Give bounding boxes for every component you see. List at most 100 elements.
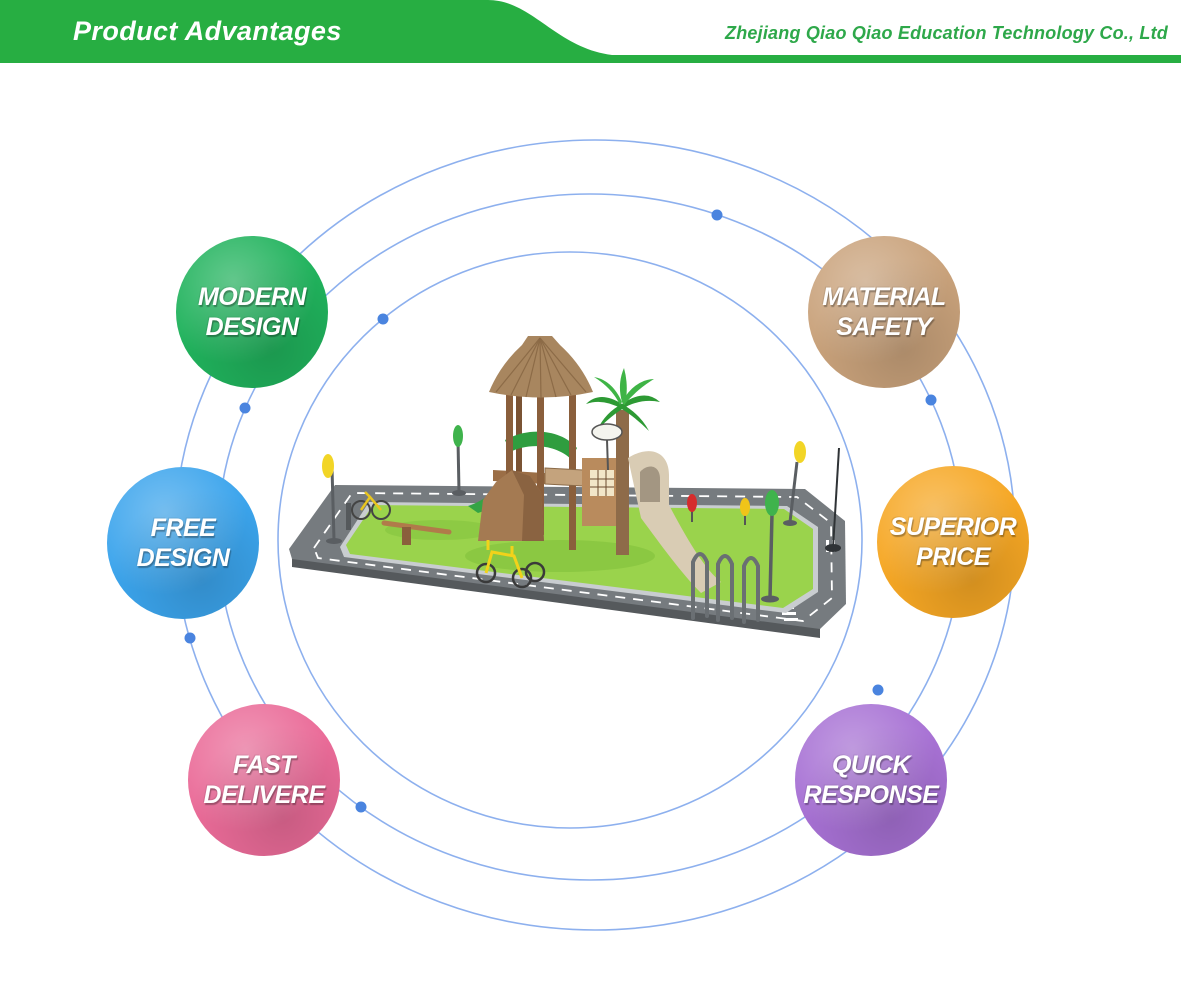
playground-illustration <box>289 336 846 638</box>
dark-pole <box>825 447 841 552</box>
header-green-band <box>0 0 1181 63</box>
thatch-line <box>510 337 541 396</box>
lamp-head <box>794 441 806 463</box>
thatch-line <box>495 337 541 393</box>
spring-rider-yellow <box>740 498 750 525</box>
sign-pole <box>606 439 609 471</box>
ring-dot <box>239 402 251 414</box>
tricycle-wheel <box>475 562 497 584</box>
palm-leaf <box>619 368 627 405</box>
advantage-line-2: DESIGN <box>136 544 230 572</box>
advantage-line-2: DESIGN <box>205 313 299 341</box>
thatch-line <box>539 337 542 399</box>
palm-trunk <box>616 410 629 555</box>
section-title: Product Advantages <box>73 16 342 46</box>
advantage-line-1: MODERN <box>197 283 307 311</box>
header-banner-shape <box>0 0 1181 63</box>
thatch-line <box>539 337 557 398</box>
green-lamp-left <box>452 425 466 496</box>
lamp-base <box>783 520 797 526</box>
roof-thatch-lines <box>495 337 587 399</box>
palm-leaf <box>586 397 622 409</box>
lamp-head <box>765 490 779 516</box>
bike-rack-arch <box>691 552 709 620</box>
rock-wall-shade <box>512 470 544 541</box>
ring-dots <box>184 209 937 813</box>
advantage-line-2: DELIVERE <box>203 781 325 809</box>
advantage-line-2: PRICE <box>916 543 990 571</box>
board-grid <box>590 470 614 496</box>
tower-post <box>537 397 544 535</box>
company-name: Zhejiang Qiao Qiao Education Technology … <box>725 23 1168 43</box>
spring-rider-red <box>687 494 697 522</box>
lamp-pole <box>768 513 774 599</box>
lamp-base <box>761 595 779 603</box>
ring-dot <box>925 394 937 406</box>
bicycle-wheel <box>371 500 391 520</box>
crosswalk-stripe <box>784 618 798 621</box>
lamp-head <box>322 454 334 478</box>
thatch-line <box>525 337 541 398</box>
bike-rack-arch <box>742 556 760 624</box>
ring-dot <box>184 632 196 644</box>
sign-board <box>591 423 623 441</box>
bench-post <box>346 503 351 530</box>
lamp-head <box>453 425 463 447</box>
yellow-lamp-right <box>783 441 806 526</box>
lamp-pole <box>456 439 461 493</box>
palm-leaf <box>622 395 660 409</box>
ring-dot <box>377 313 389 325</box>
lamp-pole <box>330 467 336 541</box>
road-base-side <box>292 558 820 638</box>
rider-body <box>687 494 697 512</box>
bicycle-wheel <box>351 500 371 520</box>
park-sign <box>591 423 623 471</box>
tic-tac-toe-board <box>590 470 614 496</box>
advantage-free-design: FREE DESIGN <box>107 467 259 619</box>
ring-dot <box>355 801 367 813</box>
seesaw-plank <box>381 520 452 535</box>
bike-racks <box>691 552 760 624</box>
bicycle <box>351 491 391 520</box>
thatch-line <box>539 337 572 396</box>
thatch-line <box>539 337 587 393</box>
palm-leaf <box>620 404 649 431</box>
advantage-line-1: SUPERIOR <box>889 513 1017 541</box>
green-lamp-right <box>761 490 779 603</box>
pole-base <box>825 544 841 552</box>
ring-dot <box>711 209 723 221</box>
ring-dot <box>872 684 884 696</box>
inner-ring <box>277 251 863 829</box>
pole <box>832 447 840 549</box>
tunnel-slide-opening <box>640 466 660 502</box>
lamp-pole <box>788 461 799 523</box>
advantage-line-1: QUICK <box>831 751 911 779</box>
lamp-base <box>452 490 466 496</box>
advantage-line-1: MATERIAL <box>822 283 946 311</box>
tic-tac-toe-panel <box>582 458 622 526</box>
advantage-superior-price: SUPERIOR PRICE <box>877 466 1029 618</box>
tower-post <box>516 390 522 472</box>
crosswalk-stripe <box>782 612 796 615</box>
advantage-line-2: SAFETY <box>836 313 932 341</box>
page-header: Product Advantages Zhejiang Qiao Qiao Ed… <box>0 0 1181 64</box>
thatched-tower <box>468 336 596 550</box>
tricycle-frame <box>484 550 524 579</box>
rider-body <box>740 498 750 516</box>
bike-rack-arch <box>716 554 734 622</box>
advantage-quick-response: QUICK RESPONSE <box>795 704 947 856</box>
advantage-fast-delivery: FAST DELIVERE <box>188 704 340 856</box>
advantage-line-2: RESPONSE <box>803 781 939 809</box>
rope-bridge <box>544 467 584 487</box>
palm-leaf <box>594 377 622 405</box>
advantage-line-1: FAST <box>233 751 295 779</box>
tower-post <box>506 392 513 505</box>
tricycle <box>475 540 546 589</box>
advantage-line-1: FREE <box>150 514 216 542</box>
seesaw-base <box>402 527 411 545</box>
yellow-lamp-left <box>322 454 342 544</box>
tricycle-wheel <box>524 561 546 583</box>
advantage-material-safety: MATERIAL SAFETY <box>808 236 960 388</box>
